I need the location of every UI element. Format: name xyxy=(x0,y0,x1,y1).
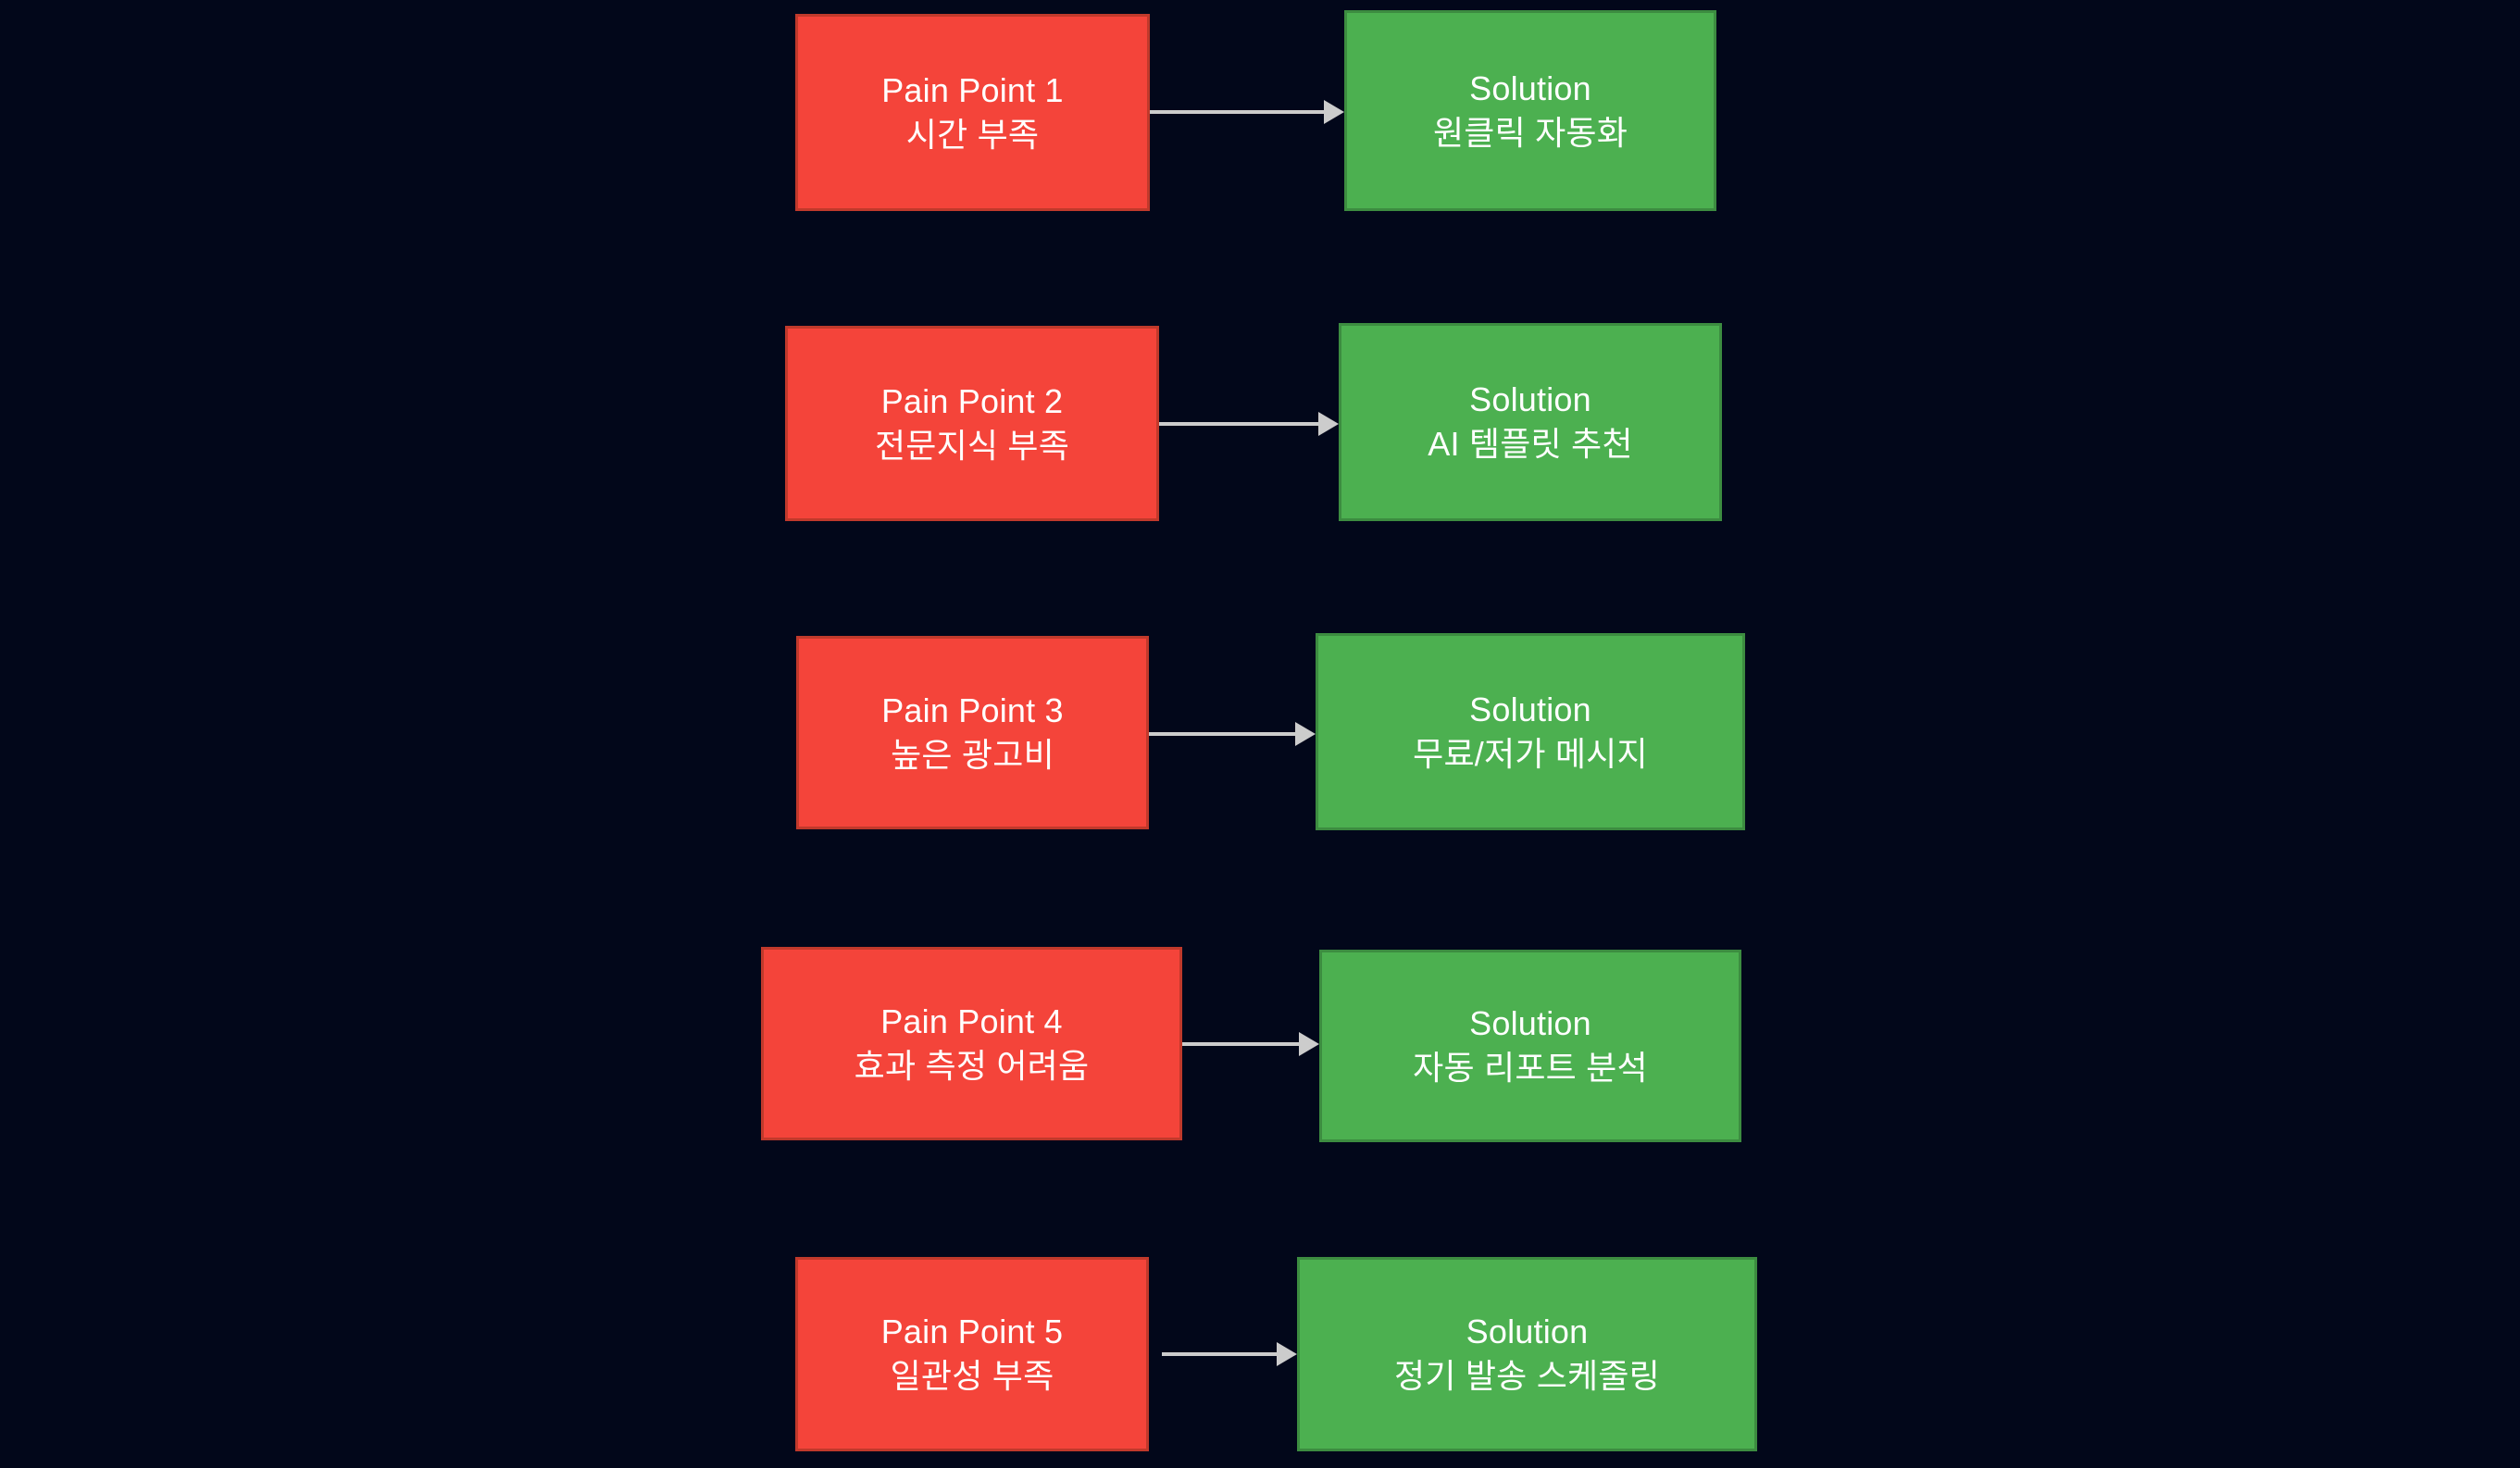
pain-point-title-5: Pain Point 5 xyxy=(880,1312,1064,1351)
pain-point-title-1: Pain Point 1 xyxy=(881,70,1064,109)
arrow-shaft-icon xyxy=(1149,732,1296,736)
arrow-shaft-icon xyxy=(1182,1042,1300,1046)
solution-box-4[interactable]: Solution 자동 리포트 분석 xyxy=(1319,950,1741,1142)
solution-title-1: Solution xyxy=(1469,68,1591,107)
solution-title-3: Solution xyxy=(1469,690,1591,728)
arrow-1 xyxy=(1150,98,1344,126)
pain-point-detail-5: 일관성 부족 xyxy=(890,1357,1054,1395)
arrow-shaft-icon xyxy=(1150,110,1325,114)
solution-detail-4: 자동 리포트 분석 xyxy=(1413,1049,1648,1087)
pain-point-detail-4: 효과 측정 어려움 xyxy=(854,1046,1090,1085)
arrow-2 xyxy=(1159,410,1339,438)
solution-title-5: Solution xyxy=(1466,1312,1589,1351)
arrow-head-icon xyxy=(1324,100,1344,124)
arrow-head-icon xyxy=(1277,1342,1297,1366)
solution-detail-5: 정기 발송 스케줄링 xyxy=(1394,1357,1660,1395)
arrow-shaft-icon xyxy=(1159,422,1319,426)
arrow-shaft-icon xyxy=(1162,1352,1278,1356)
solution-box-3[interactable]: Solution 무료/저가 메시지 xyxy=(1316,633,1745,830)
pain-point-detail-2: 전문지식 부족 xyxy=(874,426,1070,465)
pain-point-box-5[interactable]: Pain Point 5 일관성 부족 xyxy=(795,1257,1149,1451)
pain-point-box-4[interactable]: Pain Point 4 효과 측정 어려움 xyxy=(761,947,1182,1140)
solution-title-2: Solution xyxy=(1469,380,1591,419)
pain-point-detail-3: 높은 광고비 xyxy=(891,735,1054,774)
arrow-head-icon xyxy=(1299,1032,1319,1056)
solution-box-1[interactable]: Solution 원클릭 자동화 xyxy=(1344,10,1716,211)
arrow-5 xyxy=(1162,1340,1297,1368)
arrow-3 xyxy=(1149,720,1316,748)
solution-box-2[interactable]: Solution AI 템플릿 추천 xyxy=(1339,323,1722,521)
pain-point-box-1[interactable]: Pain Point 1 시간 부족 xyxy=(795,14,1150,211)
pain-point-box-3[interactable]: Pain Point 3 높은 광고비 xyxy=(796,636,1149,829)
pain-point-title-4: Pain Point 4 xyxy=(880,1001,1063,1040)
pain-point-title-3: Pain Point 3 xyxy=(881,690,1064,729)
solution-title-4: Solution xyxy=(1469,1004,1591,1043)
solution-box-5[interactable]: Solution 정기 발송 스케줄링 xyxy=(1297,1257,1757,1451)
pain-point-box-2[interactable]: Pain Point 2 전문지식 부족 xyxy=(785,326,1159,521)
solution-detail-2: AI 템플릿 추천 xyxy=(1428,425,1633,463)
pain-point-detail-1: 시간 부족 xyxy=(905,115,1040,154)
arrow-4 xyxy=(1182,1030,1319,1058)
solution-detail-1: 원클릭 자동화 xyxy=(1432,113,1628,152)
pain-point-title-2: Pain Point 2 xyxy=(880,381,1064,420)
solution-detail-3: 무료/저가 메시지 xyxy=(1413,734,1648,773)
arrow-head-icon xyxy=(1318,412,1339,436)
arrow-head-icon xyxy=(1295,722,1316,746)
